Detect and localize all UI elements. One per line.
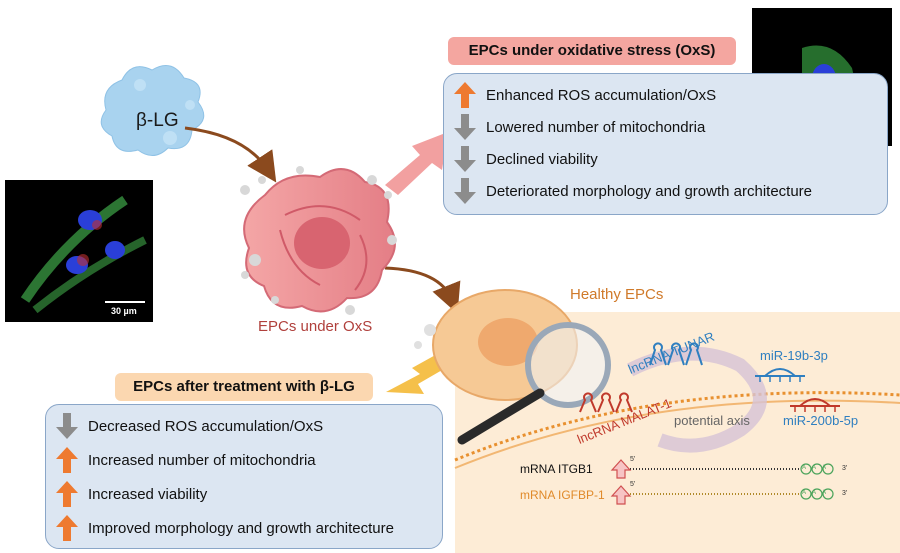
down-arrow-icon bbox=[454, 178, 476, 204]
beta-lg-molecule bbox=[100, 65, 205, 156]
mrna-igfbp-label: mRNA IGFBP-1 bbox=[520, 488, 605, 502]
oxs-item-1: Lowered number of mitochondria bbox=[454, 114, 705, 140]
treat-item-0: Decreased ROS accumulation/OxS bbox=[56, 413, 323, 439]
treat-box: Decreased ROS accumulation/OxS Increased… bbox=[45, 404, 443, 549]
down-arrow-icon bbox=[454, 114, 476, 140]
oxs-box: Enhanced ROS accumulation/OxS Lowered nu… bbox=[443, 73, 888, 215]
molecule-label: β-LG bbox=[136, 110, 179, 131]
arrow-cell-to-healthy bbox=[384, 266, 461, 314]
oxs-item-text: Enhanced ROS accumulation/OxS bbox=[486, 86, 717, 104]
cell-label: EPCs under OxS bbox=[258, 318, 373, 335]
scale-bar-label-left: 30 µm bbox=[111, 306, 137, 316]
oxs-item-text: Lowered number of mitochondria bbox=[486, 118, 706, 136]
oxs-box-header: EPCs under oxidative stress (OxS) bbox=[448, 37, 736, 65]
treat-item-3: Improved morphology and growth architect… bbox=[56, 515, 394, 541]
microscopy-image-treated: 30 µm bbox=[5, 180, 153, 322]
igfbp-up-arrow-icon bbox=[610, 485, 632, 505]
healthy-label: Healthy EPCs bbox=[570, 286, 664, 303]
treat-item-text: Increased viability bbox=[88, 485, 208, 503]
up-arrow-icon bbox=[56, 515, 78, 541]
lncrna-tunar-shape bbox=[649, 342, 703, 366]
arrow-molecule-to-cell bbox=[184, 126, 277, 183]
mir-200b-label: miR-200b-5p bbox=[783, 413, 859, 428]
treat-item-1: Increased number of mitochondria bbox=[56, 447, 316, 473]
regulation-cycle-arrow bbox=[626, 346, 767, 453]
up-arrow-icon bbox=[56, 447, 78, 473]
up-arrow-icon bbox=[454, 82, 476, 108]
igfbp-3prime: 3' bbox=[842, 490, 848, 497]
up-arrow-icon bbox=[56, 481, 78, 507]
oxs-item-2: Declined viability bbox=[454, 146, 598, 172]
oxs-item-text: Deteriorated morphology and growth archi… bbox=[486, 182, 813, 200]
itgb1-up-arrow-icon bbox=[610, 459, 632, 479]
nuclear-membrane-arc bbox=[454, 391, 900, 462]
igfbp-polya: AAA bbox=[802, 490, 833, 496]
down-arrow-icon bbox=[454, 146, 476, 172]
magnifying-glass-icon bbox=[457, 322, 611, 445]
treat-item-text: Increased number of mitochondria bbox=[88, 451, 316, 469]
oxs-item-text: Declined viability bbox=[486, 150, 598, 168]
treat-item-2: Increased viability bbox=[56, 481, 207, 507]
down-arrow-icon bbox=[56, 413, 78, 439]
oxs-item-0: Enhanced ROS accumulation/OxS bbox=[454, 82, 716, 108]
itgb1-polya: AAA bbox=[802, 465, 833, 471]
lncrna-malat-shape bbox=[579, 392, 633, 413]
treat-item-text: Decreased ROS accumulation/OxS bbox=[88, 417, 324, 435]
mir-19b-label: miR-19b-3p bbox=[760, 348, 828, 363]
arrow-to-oxs-box bbox=[385, 132, 448, 195]
mrna-igfbp-strand bbox=[630, 488, 834, 500]
treat-item-text: Improved morphology and growth architect… bbox=[88, 519, 394, 537]
mrna-itgb1-strand bbox=[630, 463, 834, 475]
stressed-cell bbox=[240, 166, 397, 315]
oxs-item-3: Deteriorated morphology and growth archi… bbox=[454, 178, 812, 204]
igfbp-5prime: 5' bbox=[630, 481, 636, 488]
mir-200b-shape bbox=[790, 398, 840, 412]
treat-box-header: EPCs after treatment with β-LG bbox=[115, 373, 373, 401]
itgb1-5prime: 5' bbox=[630, 456, 636, 463]
potential-axis-label: potential axis bbox=[674, 413, 750, 428]
mrna-itgb1-label: mRNA ITGB1 bbox=[520, 462, 593, 476]
itgb1-3prime: 3' bbox=[842, 465, 848, 472]
mir-19b-shape bbox=[755, 368, 805, 382]
